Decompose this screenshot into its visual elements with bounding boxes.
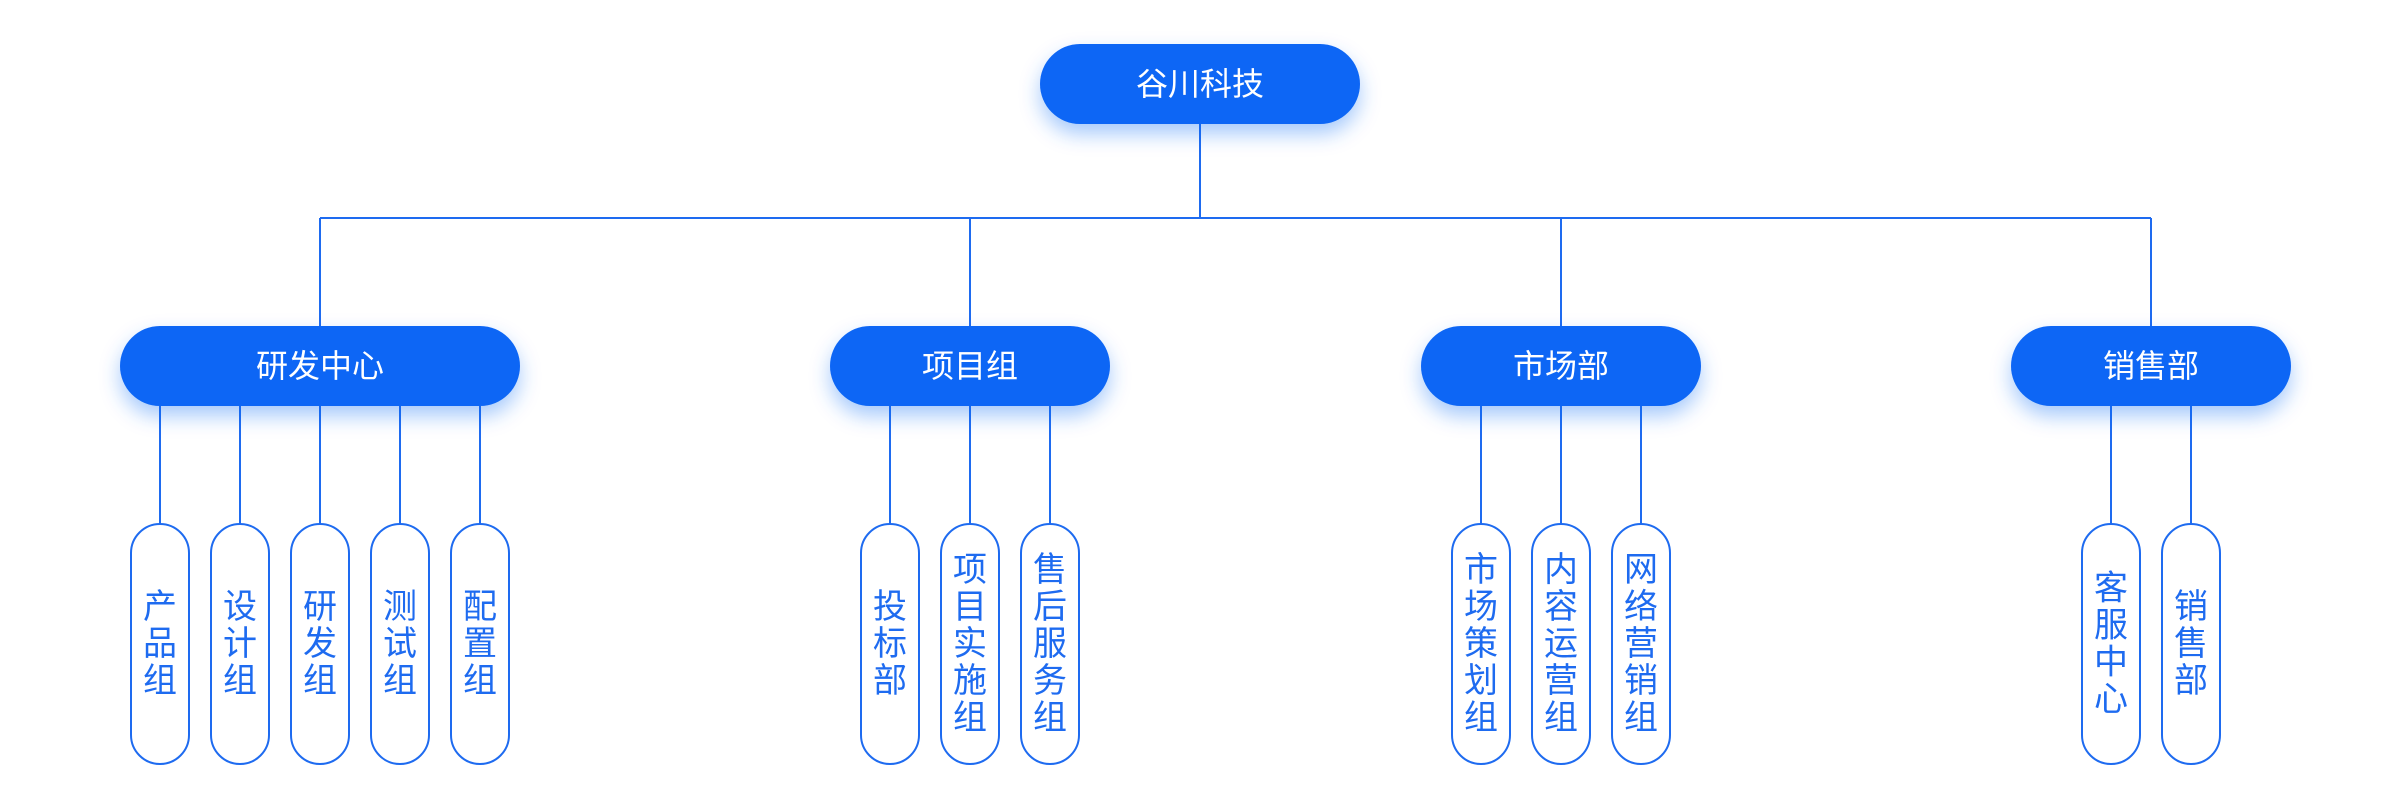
root-label: 谷川科技 (1136, 65, 1264, 103)
leaf-box (1611, 523, 1671, 765)
leaf-box (860, 523, 920, 765)
department-label: 销售部 (2103, 347, 2199, 385)
leaf-label: 售后服务组 (1033, 550, 1067, 738)
department-node-sales[interactable]: 销售部 (2011, 326, 2291, 406)
leaf-label: 项目实施组 (953, 550, 987, 738)
leaf-label: 投标部 (873, 587, 907, 701)
leaf-label: 网络营销组 (1624, 550, 1658, 738)
leaf-label: 市场策划组 (1464, 550, 1498, 738)
leaf-label: 客服中心 (2094, 569, 2128, 720)
leaf-box (1020, 523, 1080, 765)
leaf-label: 测试组 (383, 587, 417, 701)
leaf-node[interactable]: 测试组 (370, 523, 430, 765)
department-leaves-market: 市场策划组 内容运营组 网络营销组 (1451, 523, 1671, 765)
department-label: 项目组 (922, 347, 1018, 385)
leaf-node[interactable]: 售后服务组 (1020, 523, 1080, 765)
leaf-box (1451, 523, 1511, 765)
leaf-node[interactable]: 市场策划组 (1451, 523, 1511, 765)
department-node-market[interactable]: 市场部 (1421, 326, 1701, 406)
leaf-box (210, 523, 270, 765)
leaf-label: 研发组 (303, 587, 337, 701)
leaf-label: 销售部 (2174, 587, 2208, 701)
leaf-node[interactable]: 配置组 (450, 523, 510, 765)
root-node[interactable]: 谷川科技 (1040, 44, 1360, 124)
department-node-rd[interactable]: 研发中心 (120, 326, 520, 406)
leaf-node[interactable]: 内容运营组 (1531, 523, 1591, 765)
leaf-box (2161, 523, 2221, 765)
connector-lines (159, 124, 2192, 524)
leaf-box (940, 523, 1000, 765)
leaf-box (290, 523, 350, 765)
department-leaves-project: 投标部 项目实施组 售后服务组 (860, 523, 1080, 765)
leaf-node[interactable]: 投标部 (860, 523, 920, 765)
leaf-box (450, 523, 510, 765)
department-label: 研发中心 (256, 347, 384, 385)
department-leaves-rd: 产品组 设计组 研发组 测试组 配置组 (130, 523, 510, 765)
leaf-node[interactable]: 研发组 (290, 523, 350, 765)
leaf-node[interactable]: 产品组 (130, 523, 190, 765)
leaf-label: 配置组 (463, 587, 497, 701)
leaf-node[interactable]: 客服中心 (2081, 523, 2141, 765)
leaf-node[interactable]: 项目实施组 (940, 523, 1000, 765)
leaf-box (370, 523, 430, 765)
leaf-node[interactable]: 网络营销组 (1611, 523, 1671, 765)
leaf-box (2081, 523, 2141, 765)
leaf-label: 产品组 (143, 587, 177, 701)
leaf-box (130, 523, 190, 765)
department-node-project[interactable]: 项目组 (830, 326, 1110, 406)
leaf-node[interactable]: 销售部 (2161, 523, 2221, 765)
department-leaves-sales: 客服中心 销售部 (2081, 523, 2221, 765)
leaf-label: 设计组 (223, 587, 257, 701)
department-label: 市场部 (1513, 347, 1609, 385)
leaf-box (1531, 523, 1591, 765)
leaf-node[interactable]: 设计组 (210, 523, 270, 765)
leaf-label: 内容运营组 (1544, 550, 1578, 738)
